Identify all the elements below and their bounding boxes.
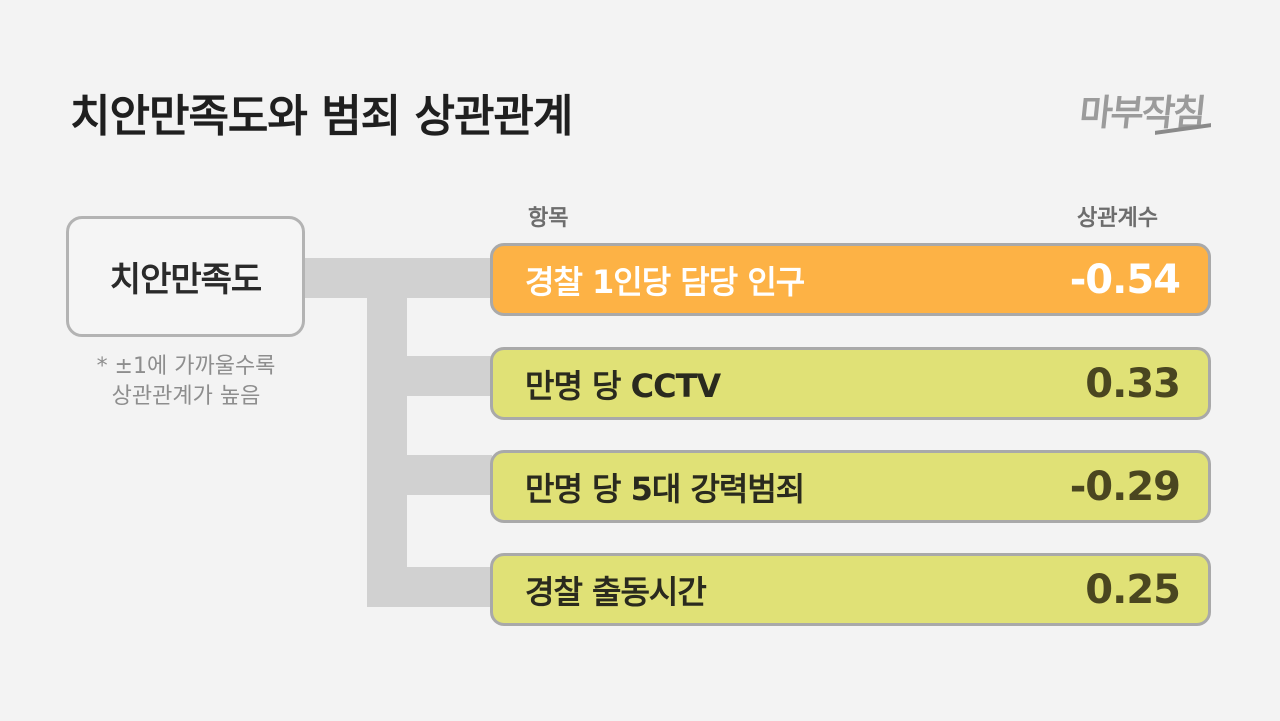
column-header-coefficient: 상관계수: [1077, 206, 1158, 231]
correlation-note: * ±1에 가까울수록 상관관계가 높음: [66, 352, 306, 412]
note-line-2: 상관관계가 높음: [111, 384, 261, 409]
row-label: 만명 당 CCTV: [525, 366, 721, 405]
row-coefficient: -0.54: [1069, 256, 1181, 303]
correlation-row-violent-crime: 만명 당 5대 강력범죄 -0.29: [490, 450, 1211, 523]
correlation-row-police-population: 경찰 1인당 담당 인구 -0.54: [490, 243, 1211, 316]
row-label: 경찰 1인당 담당 인구: [525, 262, 805, 301]
correlation-row-response-time: 경찰 출동시간 0.25: [490, 553, 1211, 626]
column-header-item: 항목: [528, 206, 569, 231]
connector-branch-3: [407, 455, 492, 495]
connector-branch-2: [407, 356, 492, 396]
connector-vertical-trunk: [367, 258, 407, 607]
row-coefficient: 0.33: [1085, 360, 1181, 407]
page-title: 치안만족도와 범죄 상관관계: [70, 91, 573, 142]
correlation-row-cctv: 만명 당 CCTV 0.33: [490, 347, 1211, 420]
source-node-label: 치안만족도: [109, 260, 262, 300]
note-line-1: * ±1에 가까울수록: [96, 354, 276, 379]
connector-branch-4: [407, 567, 492, 607]
row-coefficient: -0.29: [1069, 463, 1181, 510]
row-coefficient: 0.25: [1085, 566, 1181, 613]
row-label: 경찰 출동시간: [525, 572, 707, 611]
source-node-box: 치안만족도: [66, 216, 305, 337]
row-label: 만명 당 5대 강력범죄: [525, 469, 805, 508]
